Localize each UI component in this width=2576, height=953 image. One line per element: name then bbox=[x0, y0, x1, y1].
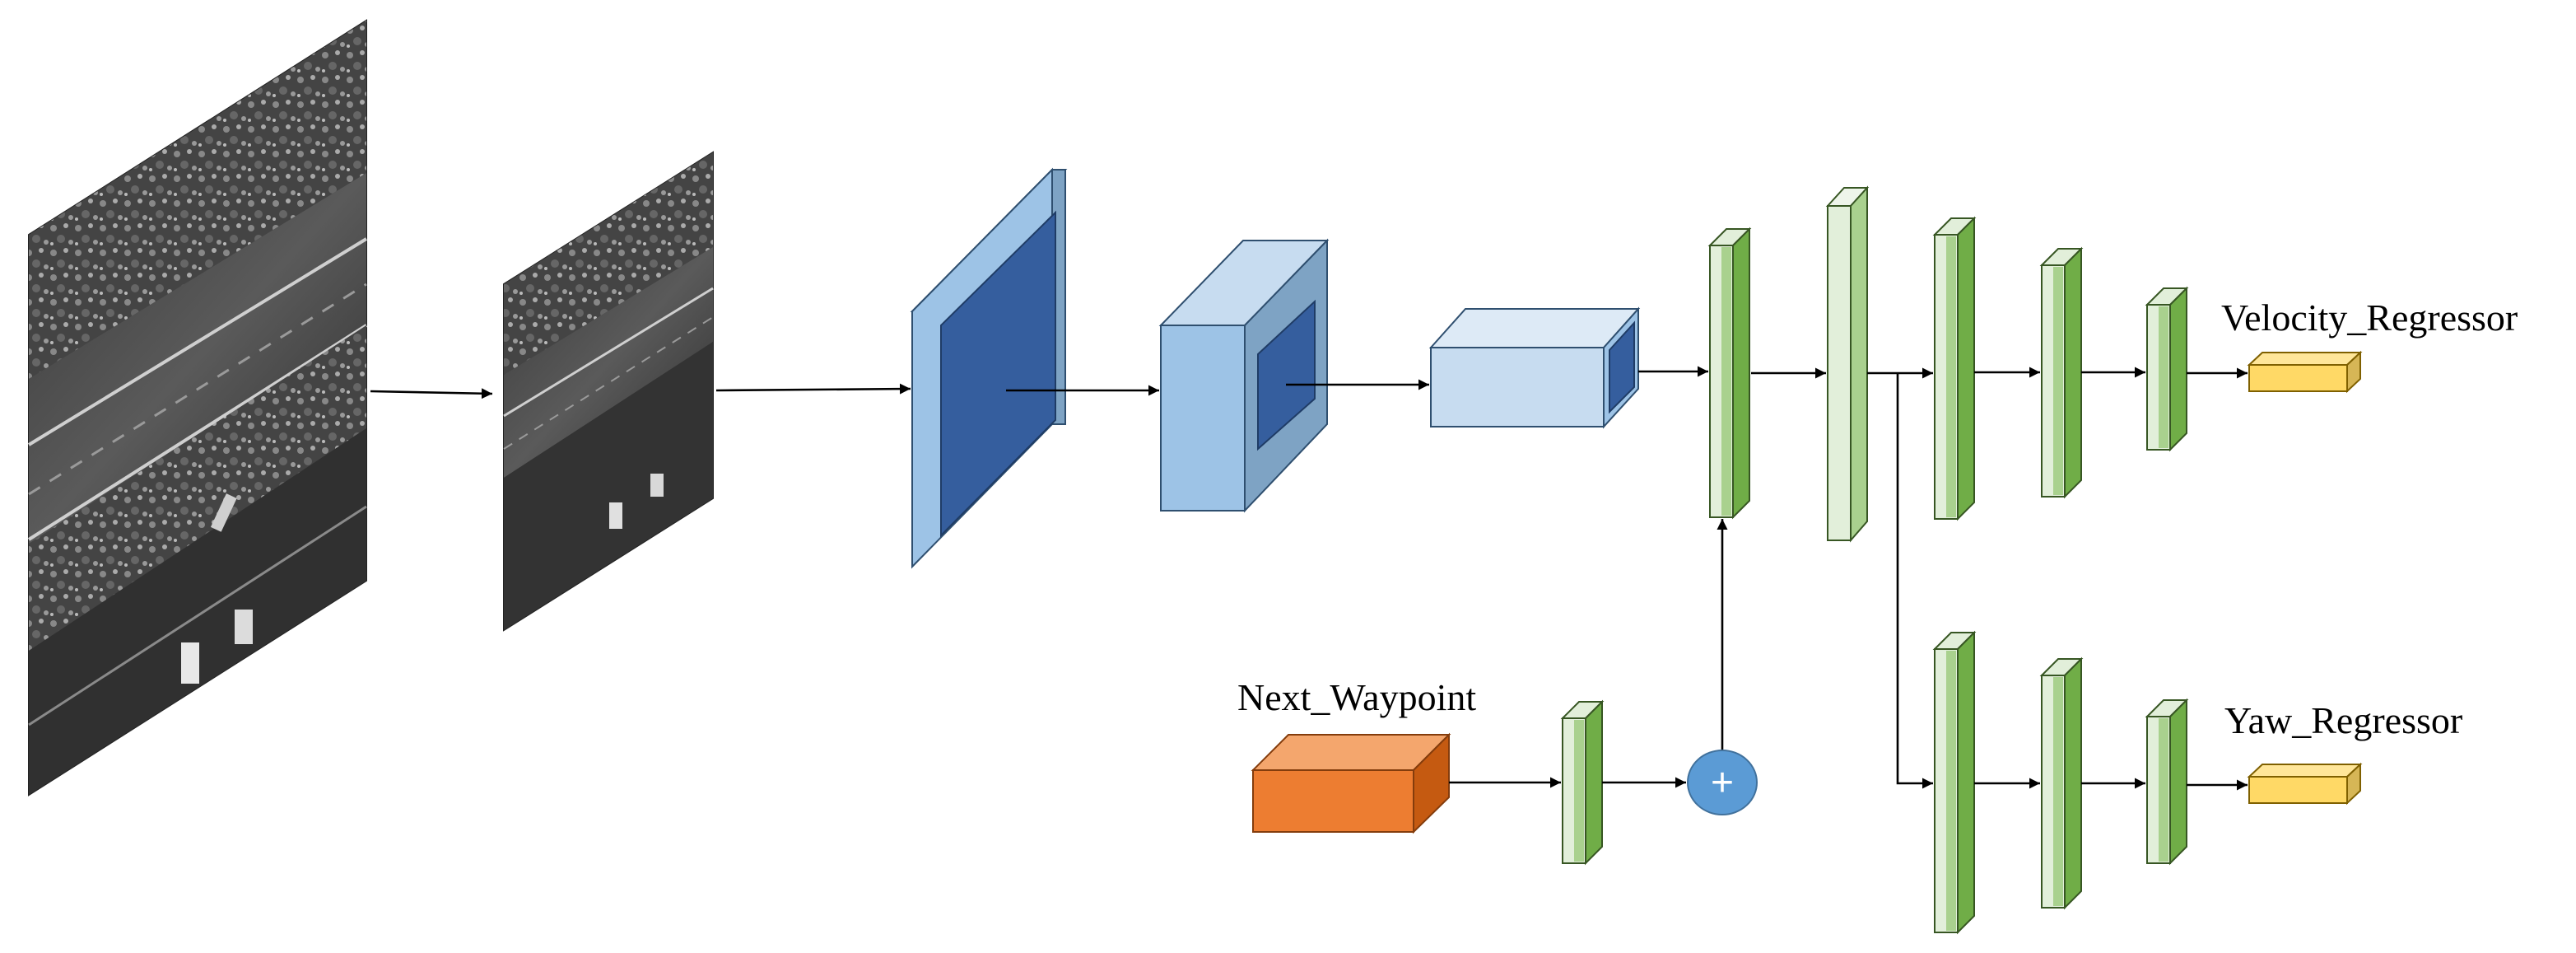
velocity-regressor-label: Velocity_Regressor bbox=[2221, 297, 2518, 339]
yaw-fc-2 bbox=[2039, 656, 2084, 910]
velocity-fc-3 bbox=[2145, 286, 2189, 452]
conv-layer-3 bbox=[1428, 306, 1641, 429]
kernel-1 bbox=[940, 210, 1056, 538]
input-image-cropped bbox=[503, 151, 714, 632]
edge-img1-img2 bbox=[370, 388, 493, 399]
conv-layer-1 bbox=[910, 167, 1068, 569]
yaw-regressor-label: Yaw_Regressor bbox=[2224, 699, 2462, 741]
input-image-large bbox=[27, 19, 368, 797]
waypoint-fc bbox=[1560, 699, 1605, 866]
plus-icon: + bbox=[1711, 761, 1734, 805]
kernel-3 bbox=[1609, 320, 1635, 414]
add-node: + bbox=[1687, 750, 1758, 815]
waypoint-block bbox=[1251, 732, 1451, 834]
yaw-regressor-output bbox=[2247, 762, 2363, 806]
fc-layer-2 bbox=[1825, 185, 1870, 543]
yaw-fc-3 bbox=[2145, 698, 2189, 866]
edge-img2-conv1 bbox=[715, 383, 911, 395]
next-waypoint-label: Next_Waypoint bbox=[1237, 676, 1476, 718]
fc-layer-1 bbox=[1707, 227, 1752, 520]
velocity-fc-2 bbox=[2039, 246, 2084, 499]
conv-layer-2 bbox=[1158, 238, 1330, 513]
connections bbox=[370, 366, 2248, 791]
yaw-fc-1 bbox=[1932, 630, 1977, 935]
edge-fc2-yfc1 bbox=[1896, 373, 1933, 789]
kernel-2 bbox=[1257, 299, 1316, 451]
velocity-regressor-output bbox=[2247, 350, 2363, 394]
velocity-fc-1 bbox=[1932, 216, 1977, 521]
